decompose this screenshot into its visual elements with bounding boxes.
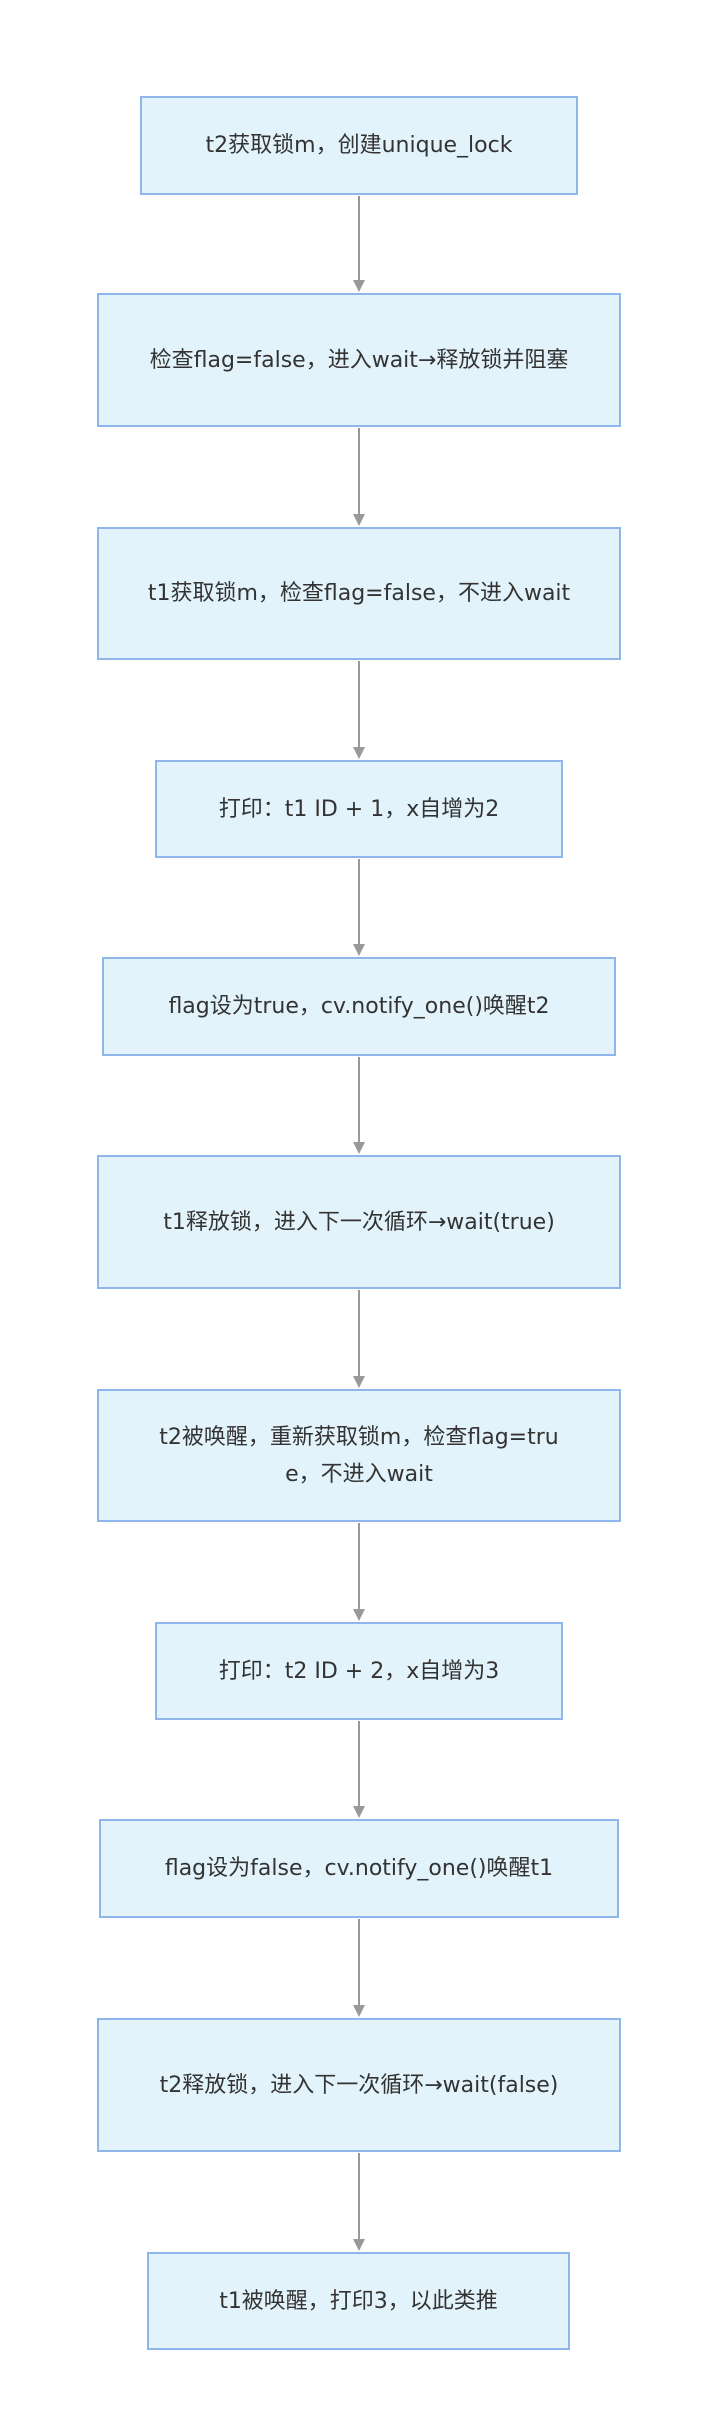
flow-node-label: t1被唤醒，打印3，以此类推 xyxy=(219,2288,498,2314)
flow-node-label: t2被唤醒，重新获取锁m，检查flag=true，不进入wait xyxy=(159,1424,559,1487)
flow-node-check-flag-false-wait: 检查flag=false，进入wait→释放锁并阻塞 xyxy=(97,293,621,427)
flow-node-notify-t2: flag设为true，cv.notify_one()唤醒t2 xyxy=(102,957,616,1056)
flow-node-label: 检查flag=false，进入wait→释放锁并阻塞 xyxy=(149,347,569,373)
flow-node-label: t1释放锁，进入下一次循环→wait(true) xyxy=(163,1209,555,1235)
flow-node-label: t2获取锁m，创建unique_lock xyxy=(205,133,513,158)
flow-node-t2-release-lock: t2释放锁，进入下一次循环→wait(false) xyxy=(97,2018,621,2152)
flow-node-t2-acquire-lock: t2获取锁m，创建unique_lock xyxy=(140,96,578,195)
flow-node-label: flag设为false，cv.notify_one()唤醒t1 xyxy=(164,1856,554,1881)
flow-node-t1-acquire-lock: t1获取锁m，检查flag=false，不进入wait xyxy=(97,527,621,660)
flow-node-t1-release-lock: t1释放锁，进入下一次循环→wait(true) xyxy=(97,1155,621,1289)
flow-node-t2-woken: t2被唤醒，重新获取锁m，检查flag=true，不进入wait xyxy=(97,1389,621,1522)
flow-node-print-t2: 打印：t2 ID + 2，x自增为3 xyxy=(155,1622,563,1720)
flow-node-label: t1获取锁m，检查flag=false，不进入wait xyxy=(147,581,571,606)
flow-node-notify-t1: flag设为false，cv.notify_one()唤醒t1 xyxy=(99,1819,619,1918)
flow-node-label: t2释放锁，进入下一次循环→wait(false) xyxy=(159,2072,559,2098)
flow-node-label: flag设为true，cv.notify_one()唤醒t2 xyxy=(168,994,550,1019)
flow-node-label: 打印：t2 ID + 2，x自增为3 xyxy=(218,1658,500,1684)
flow-node-label: 打印：t1 ID + 1，x自增为2 xyxy=(218,796,500,822)
flow-node-t1-woken: t1被唤醒，打印3，以此类推 xyxy=(147,2252,570,2350)
flow-node-print-t1: 打印：t1 ID + 1，x自增为2 xyxy=(155,760,563,858)
